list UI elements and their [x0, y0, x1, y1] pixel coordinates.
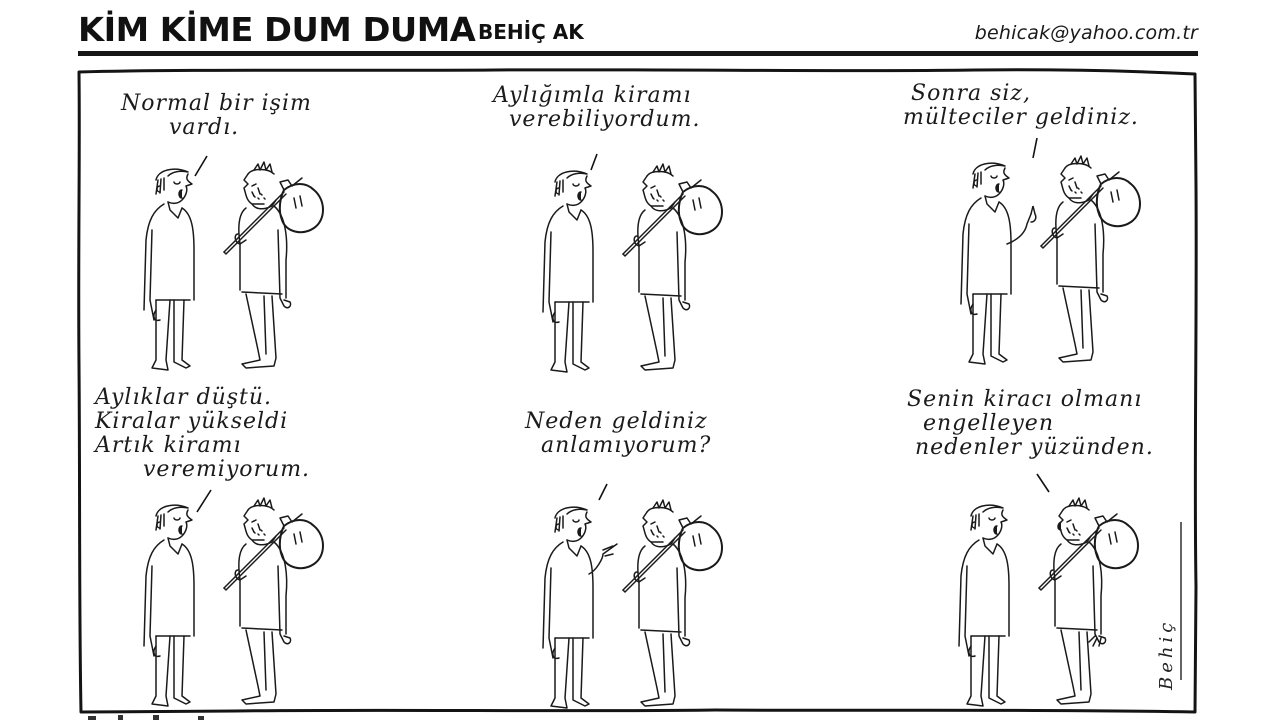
author-email[interactable]: behicak@yahoo.com.tr: [974, 22, 1198, 44]
speech-tail: [196, 489, 212, 513]
figures-man-and-migrant: [134, 160, 334, 380]
speech-text: Sonra siz, mülteciler geldiniz.: [903, 81, 1139, 130]
header-rule: [78, 51, 1198, 56]
figures-man-and-migrant: [533, 498, 733, 718]
masthead: KİM KİME DUM DUMA BEHİÇ AK behicak@yahoo…: [78, 6, 1198, 52]
column-title: KİM KİME DUM DUMA: [78, 10, 476, 49]
speech-text: Normal bir işim vardı.: [121, 91, 312, 140]
panel-3: Sonra siz, mülteciler geldiniz.: [823, 70, 1195, 391]
artist-signature: Behiç: [1156, 618, 1177, 690]
speech-text: Senin kiracı olmanı engelleyen nedenler …: [907, 387, 1154, 460]
panel-5: Neden geldiniz anlamıyorum?: [451, 386, 823, 707]
panel-4: Aylıklar düştü. Kiralar yükseldi Artık k…: [79, 386, 451, 707]
speech-tail: [590, 153, 598, 171]
author-name: BEHİÇ AK: [478, 20, 584, 44]
speech-text: Neden geldiniz anlamıyorum?: [525, 409, 712, 458]
figures-man-and-migrant: [951, 154, 1151, 374]
cropped-next-line: [88, 715, 204, 720]
panel-2: Aylığımla kiramı verebiliyordum.: [451, 70, 823, 391]
signature-underline: [1180, 522, 1182, 680]
speech-tail: [1036, 473, 1050, 493]
speech-tail: [1032, 137, 1038, 159]
comic-strip: Normal bir işim vardı. Aylığımla kiramı …: [77, 68, 1198, 714]
panel-1: Normal bir işim vardı.: [79, 70, 451, 391]
figures-man-and-migrant: [533, 162, 733, 382]
speech-text: Aylıklar düştü. Kiralar yükseldi Artık k…: [95, 385, 311, 482]
figures-man-and-migrant: [949, 496, 1149, 716]
panel-6: Senin kiracı olmanı engelleyen nedenler …: [823, 386, 1195, 707]
speech-tail: [598, 483, 608, 501]
speech-text: Aylığımla kiramı verebiliyordum.: [493, 83, 701, 132]
speech-tail: [194, 155, 208, 177]
figures-man-and-migrant: [134, 496, 334, 716]
